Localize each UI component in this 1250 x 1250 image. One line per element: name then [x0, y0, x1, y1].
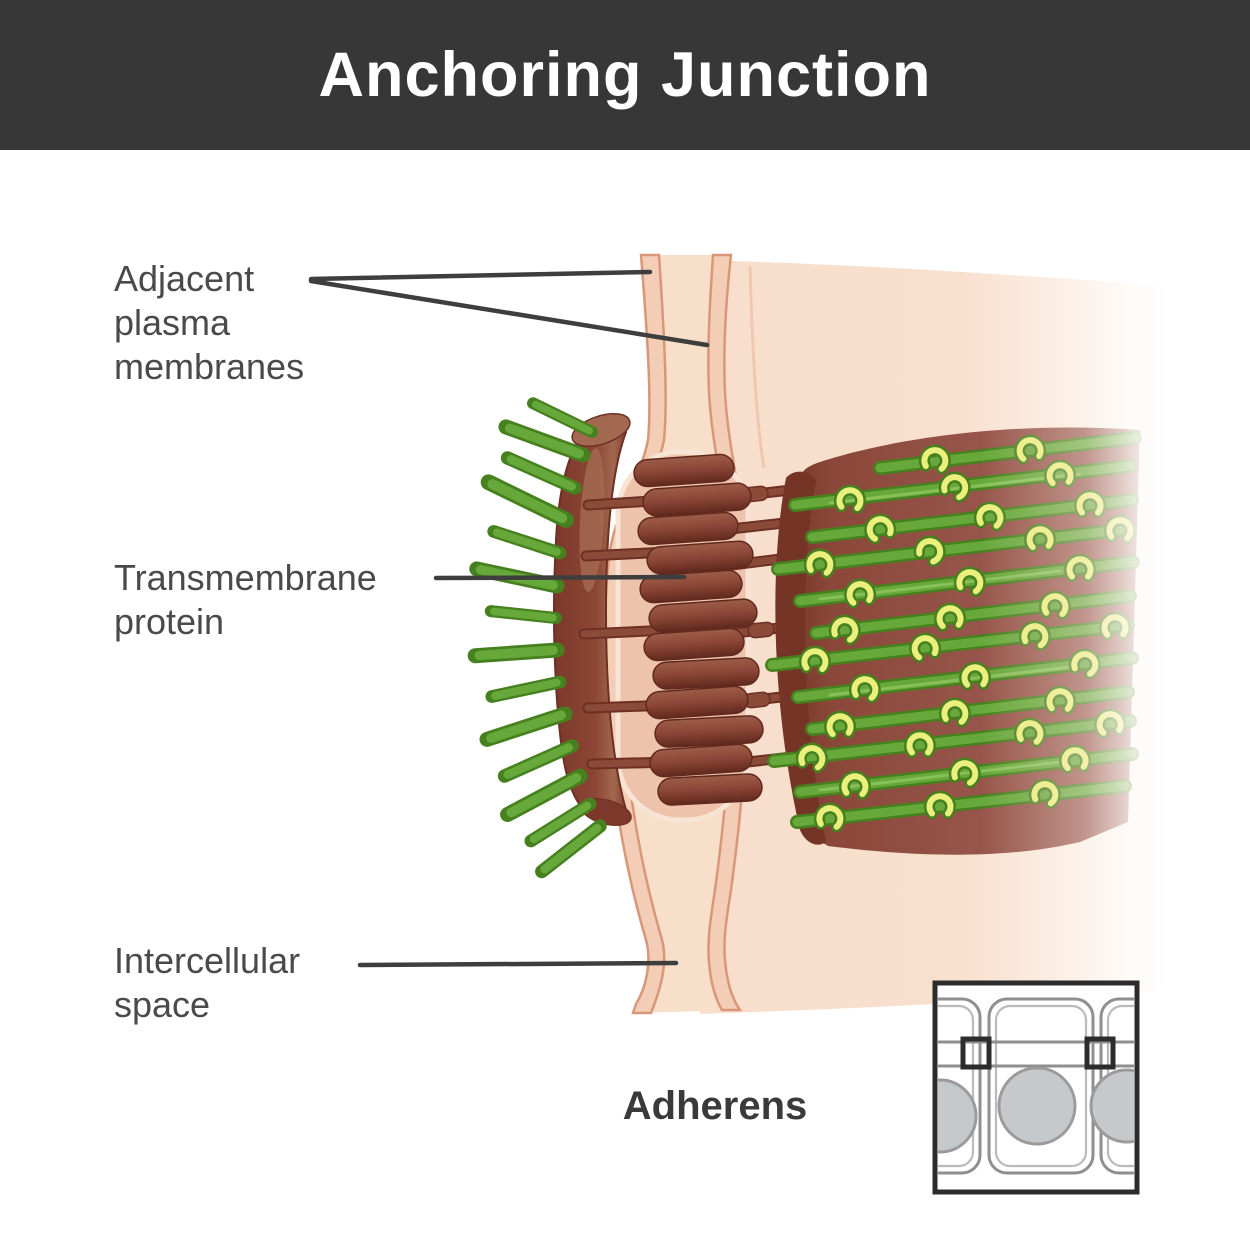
label-intercellular-space: Intercellular space — [114, 940, 301, 1025]
inset-nuclei — [938, 1066, 1134, 1154]
inset-nucleus — [938, 1078, 978, 1154]
inset-nucleus — [1089, 1068, 1134, 1144]
leader-line-membrane-2 — [308, 278, 710, 348]
inset-junction-markers — [960, 1036, 1116, 1070]
caption-junction-type: Adherens — [622, 1084, 808, 1128]
inset-junction-marker — [1084, 1036, 1116, 1070]
page-title: Anchoring Junction — [318, 40, 932, 110]
leader-line-transmembrane — [433, 574, 687, 581]
inset-junction-marker — [960, 1036, 992, 1070]
right-cell-junction-face — [765, 427, 1142, 855]
leader-line-intercellular — [357, 960, 679, 968]
leader-lines — [308, 269, 710, 968]
inset-diagram — [932, 980, 1140, 1195]
label-transmembrane-protein: Transmembrane protein — [114, 557, 377, 642]
label-adjacent-plasma-membranes: Adjacent plasma membranes — [114, 258, 305, 387]
right-cell-inner-shade-line — [748, 265, 766, 469]
inset-nucleus — [997, 1066, 1077, 1146]
leader-line-membrane-1 — [308, 269, 653, 282]
header-bar: Anchoring Junction — [0, 0, 1250, 150]
